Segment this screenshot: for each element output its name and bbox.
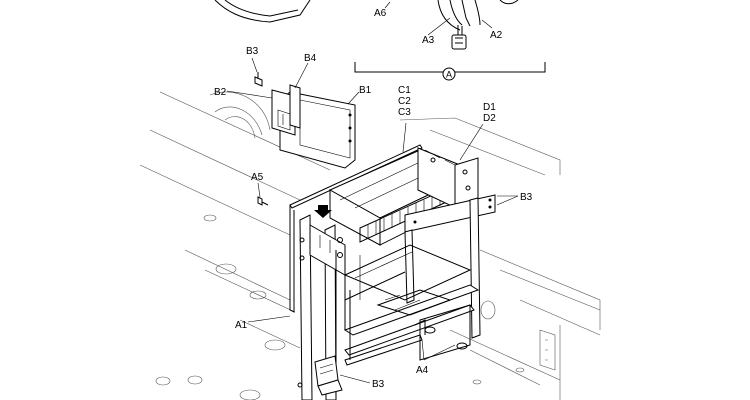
top-detail-view bbox=[214, 0, 546, 73]
callout-a6: A6 bbox=[374, 8, 387, 19]
callout-b3-right: B3 bbox=[520, 192, 533, 203]
callout-c1: C1 bbox=[398, 85, 411, 96]
callout-d1: D1 bbox=[483, 102, 496, 113]
screw-a5 bbox=[257, 196, 269, 206]
callout-a3: A3 bbox=[422, 35, 435, 46]
callout-a4: A4 bbox=[416, 365, 429, 376]
callout-labels: A6 A3 A2 A B3 B4 B2 B1 C1 C2 C3 D1 D2 B3… bbox=[214, 8, 533, 390]
callout-b3-bottom: B3 bbox=[372, 379, 385, 390]
callout-b2: B2 bbox=[214, 87, 227, 98]
main-frame-assembly bbox=[289, 144, 496, 400]
callout-a2: A2 bbox=[490, 30, 503, 41]
callout-b4: B4 bbox=[304, 53, 317, 64]
view-ref-circle bbox=[442, 67, 456, 81]
chassis-background bbox=[139, 91, 601, 400]
callout-a1: A1 bbox=[235, 320, 248, 331]
plate-b1 bbox=[271, 84, 356, 169]
screw-b3-top bbox=[254, 72, 263, 87]
leader-lines bbox=[226, 1, 519, 384]
callout-d2: D2 bbox=[483, 113, 496, 124]
callout-a5: A5 bbox=[251, 172, 264, 183]
callout-c3: C3 bbox=[398, 107, 411, 118]
callout-b3-top: B3 bbox=[246, 46, 259, 57]
callout-c2: C2 bbox=[398, 96, 411, 107]
callout-b1: B1 bbox=[359, 85, 372, 96]
callout-view-ref: A bbox=[446, 70, 452, 80]
